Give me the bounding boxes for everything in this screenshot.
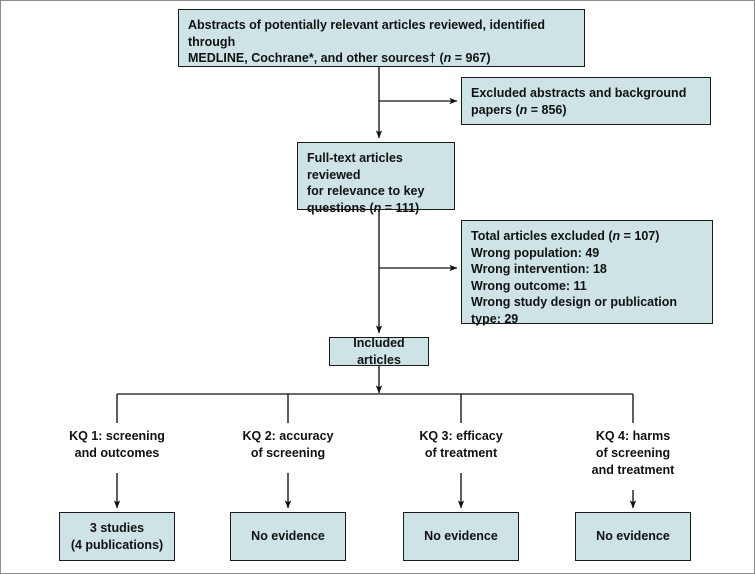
node-total-excluded-heading: Total articles excluded (n = 107) — [471, 229, 660, 243]
kq-label-kq2: KQ 2: accuracy of screening — [242, 429, 334, 460]
node-result-kq1: 3 studies (4 publications) — [59, 512, 175, 561]
node-fulltext-reviewed: Full-text articles reviewed for relevanc… — [297, 142, 455, 215]
node-fulltext-line3: questions (n = 111) — [307, 200, 420, 215]
node-fulltext-line1: Full-text articles reviewed — [307, 151, 403, 182]
node-abstracts-line2: MEDLINE, Cochrane*, and other sources† (… — [188, 51, 491, 65]
node-result-kq1-label: 3 studies (4 publications) — [70, 521, 164, 552]
node-fulltext-line2: for relevance to key — [307, 184, 425, 198]
node-result-kq2: No evidence — [230, 512, 346, 561]
node-included-articles-label: Included articles — [353, 336, 405, 367]
node-excluded-abstracts-line1: Excluded abstracts and background — [471, 86, 687, 100]
node-total-excluded-reasons: Wrong population: 49 Wrong intervention:… — [471, 245, 678, 326]
node-result-kq3: No evidence — [403, 512, 519, 561]
kq-label-kq1: KQ 1: screening and outcomes — [69, 429, 165, 460]
node-excluded-abstracts-line2: papers (n = 856) — [471, 102, 567, 117]
node-abstracts-line1: Abstracts of potentially relevant articl… — [188, 18, 546, 49]
node-result-kq4: No evidence — [575, 512, 691, 561]
kq-label-kq4: KQ 4: harms of screening and treatment — [591, 429, 675, 477]
kq-label-kq3: KQ 3: efficacy of treatment — [419, 429, 503, 460]
node-included-articles: Included articles — [329, 336, 429, 367]
node-abstracts-reviewed: Abstracts of potentially relevant articl… — [178, 9, 585, 67]
node-excluded-abstracts: Excluded abstracts and background papers… — [461, 77, 711, 125]
node-result-kq4-label: No evidence — [596, 529, 670, 544]
node-result-kq3-label: No evidence — [424, 529, 498, 544]
node-total-articles-excluded: Total articles excluded (n = 107) Wrong … — [461, 220, 713, 326]
node-result-kq2-label: No evidence — [251, 529, 325, 544]
